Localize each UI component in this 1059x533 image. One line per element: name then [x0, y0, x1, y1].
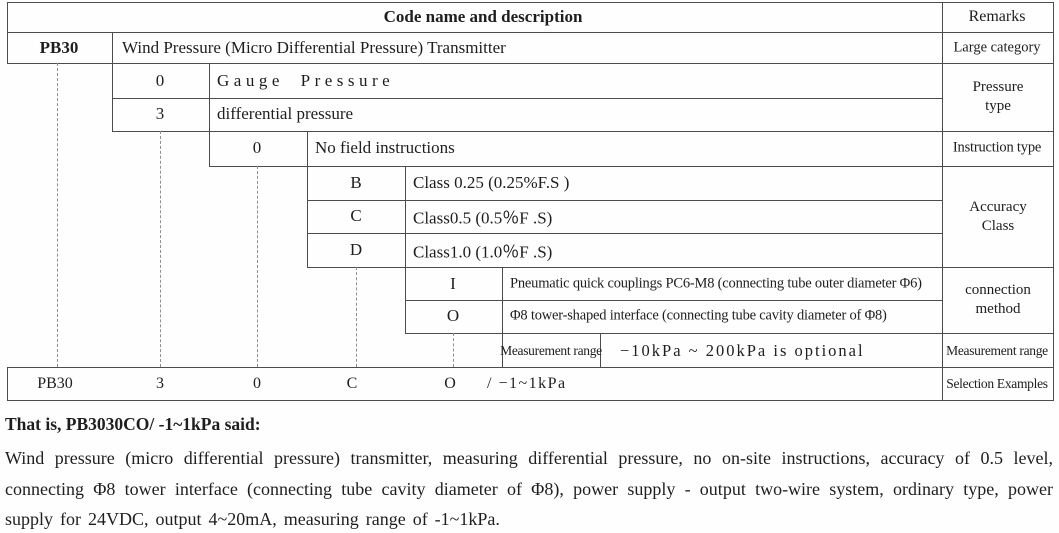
remark-accuracy-class: Accuracy Class — [943, 166, 1053, 267]
remark-pressure-type: Pressure type — [943, 63, 1053, 131]
table-line — [7, 2, 8, 63]
code-accuracy-c: C — [350, 206, 362, 225]
code-connection-o: O — [446, 306, 460, 325]
remark-pressure-type-line2: type — [985, 98, 1011, 114]
desc-tower-interface: Φ8 tower-shaped interface (connecting tu… — [510, 307, 887, 324]
desc-no-field-instructions: No field instructions — [315, 138, 455, 157]
remark-selection-examples: Selection Examples — [946, 376, 1048, 391]
table-line — [209, 166, 1053, 167]
table-line — [112, 32, 113, 131]
table-line — [7, 32, 1054, 33]
remark-instruction-type: Instruction type — [952, 139, 1042, 156]
remark-measurement-range: Measurement range — [946, 343, 1048, 358]
table-line — [7, 2, 1054, 3]
desc-class-05: Class0.5 (0.5％F .S) — [413, 208, 553, 228]
desc-transmitter: Wind Pressure (Micro Differential Pressu… — [122, 38, 506, 57]
table-line — [7, 367, 8, 400]
code-no-instruction: 0 — [252, 138, 262, 157]
remark-large-category: Large category — [953, 39, 1041, 56]
table-line — [307, 267, 1053, 268]
footer-heading: That is, PB3030CO/ -1~1kPa said: — [5, 414, 261, 434]
dashed-guide-line — [453, 333, 454, 367]
table-line — [307, 131, 308, 267]
remark-pressure-type-line1: Pressure — [972, 79, 1024, 95]
table-line — [1053, 2, 1054, 400]
dashed-guide-line — [57, 63, 58, 367]
table-line — [7, 63, 1054, 64]
example-code-o: O — [444, 375, 456, 392]
code-pb30: PB30 — [39, 38, 79, 57]
table-line — [502, 267, 503, 367]
example-code-3: 3 — [156, 375, 164, 392]
table-line — [405, 300, 942, 301]
remark-connection-line1: connection — [965, 282, 1031, 298]
example-code-0: 0 — [253, 375, 261, 392]
desc-gauge-pressure: Gauge Pressure — [217, 71, 395, 90]
example-range: / −1~1kPa — [487, 375, 567, 392]
dashed-guide-line — [160, 131, 161, 367]
table-line — [112, 98, 942, 99]
example-code-c: C — [346, 375, 358, 392]
desc-class-025: Class 0.25 (0.25%F.S ) — [413, 173, 570, 192]
table-line — [942, 2, 943, 400]
table-line — [7, 367, 1054, 368]
table-line — [7, 400, 1054, 401]
table-line — [405, 166, 406, 333]
remark-accuracy-line2: Class — [981, 217, 1015, 234]
desc-pneumatic-coupling: Pneumatic quick couplings PC6-M8 (connec… — [510, 275, 922, 292]
desc-differential-pressure: differential pressure — [217, 104, 354, 123]
code-accuracy-d: D — [349, 240, 363, 259]
example-code-pb30: PB30 — [37, 375, 73, 392]
remark-connection-method: connection method — [943, 267, 1053, 333]
dashed-guide-line — [356, 267, 357, 367]
table-line — [112, 131, 1053, 132]
desc-class-10: Class1.0 (1.0％F .S) — [413, 242, 553, 262]
remark-accuracy-line1: Accuracy — [969, 198, 1027, 215]
remarks-header: Remarks — [968, 8, 1026, 25]
table-line — [209, 63, 210, 166]
table-line — [307, 200, 942, 201]
table-title: Code name and description — [383, 7, 583, 26]
measurement-range-label: Measurement range — [500, 343, 602, 358]
measurement-range-value: −10kPa ~ 200kPa is optional — [620, 341, 865, 360]
code-connection-i: I — [450, 274, 456, 293]
table-line — [600, 333, 601, 367]
code-differential: 3 — [155, 104, 165, 123]
code-accuracy-b: B — [350, 173, 362, 192]
dashed-guide-line — [257, 166, 258, 367]
table-line — [307, 233, 942, 234]
table-line — [405, 333, 1053, 334]
footer-body: Wind pressure (micro differential pressu… — [5, 448, 1053, 529]
remark-connection-line2: method — [975, 301, 1021, 317]
code-gauge: 0 — [155, 71, 165, 90]
